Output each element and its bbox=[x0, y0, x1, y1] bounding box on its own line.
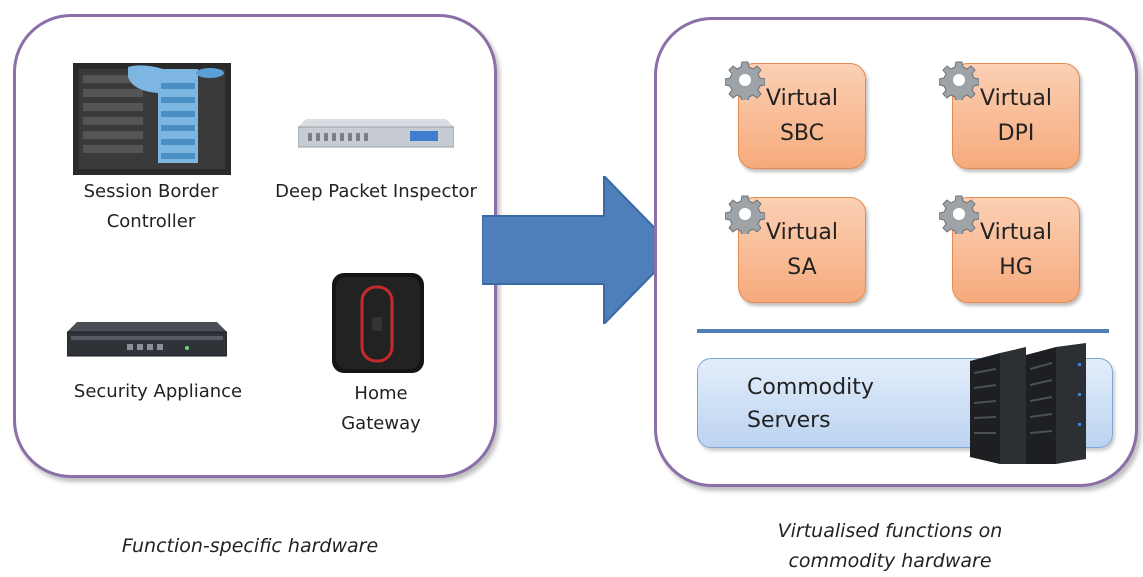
device-label-line: Session Border bbox=[83, 181, 219, 202]
device-label-line: Deep Packet Inspector bbox=[275, 181, 477, 202]
home-gateway-label: Home Gateway bbox=[306, 379, 456, 439]
device-label-line: Controller bbox=[106, 211, 196, 232]
vbox-line: DPI bbox=[997, 121, 1035, 146]
server-rack-image bbox=[970, 343, 1086, 464]
vbox-line: SA bbox=[787, 255, 817, 280]
device-label-line: Home bbox=[354, 383, 408, 404]
vbox-line: Virtual bbox=[980, 220, 1052, 245]
vbox-line: SBC bbox=[779, 121, 825, 146]
function-specific-hardware-panel: Session Border Controller Deep Packet In… bbox=[13, 14, 497, 478]
security-appliance-label: Security Appliance bbox=[38, 377, 278, 407]
virtualised-functions-panel: Virtual SBC Virtual DPI Virtual SA Virtu… bbox=[654, 17, 1138, 487]
commodity-servers-label: Commodity Servers bbox=[747, 371, 874, 437]
deep-packet-inspector-image bbox=[298, 119, 454, 148]
virtual-sbc-box: Virtual SBC bbox=[738, 63, 866, 169]
gear-icon bbox=[725, 61, 765, 100]
vbox-line: HG bbox=[999, 255, 1033, 280]
gear-icon bbox=[725, 195, 765, 234]
servers-label-line: Commodity bbox=[747, 375, 874, 400]
device-label-line: Gateway bbox=[341, 413, 421, 434]
vbox-line: Virtual bbox=[980, 86, 1052, 111]
virtualisation-arrow bbox=[482, 176, 678, 324]
gear-icon bbox=[939, 195, 979, 234]
deep-packet-inspector-label: Deep Packet Inspector bbox=[256, 177, 496, 207]
gear-icon bbox=[939, 61, 979, 100]
divider-line bbox=[697, 329, 1109, 333]
vbox-line: Virtual bbox=[766, 220, 838, 245]
servers-label-line: Servers bbox=[747, 408, 831, 433]
security-appliance-image bbox=[67, 322, 227, 357]
caption-line: commodity hardware bbox=[788, 550, 992, 572]
right-caption: Virtualised functions on commodity hardw… bbox=[690, 516, 1090, 576]
session-border-controller-label: Session Border Controller bbox=[46, 177, 256, 237]
session-border-controller-image bbox=[73, 63, 231, 175]
caption-line: Virtualised functions on bbox=[777, 520, 1003, 542]
left-caption: Function-specific hardware bbox=[121, 535, 379, 557]
vbox-line: Virtual bbox=[766, 86, 838, 111]
device-label-line: Security Appliance bbox=[73, 381, 243, 402]
home-gateway-image bbox=[332, 273, 424, 373]
